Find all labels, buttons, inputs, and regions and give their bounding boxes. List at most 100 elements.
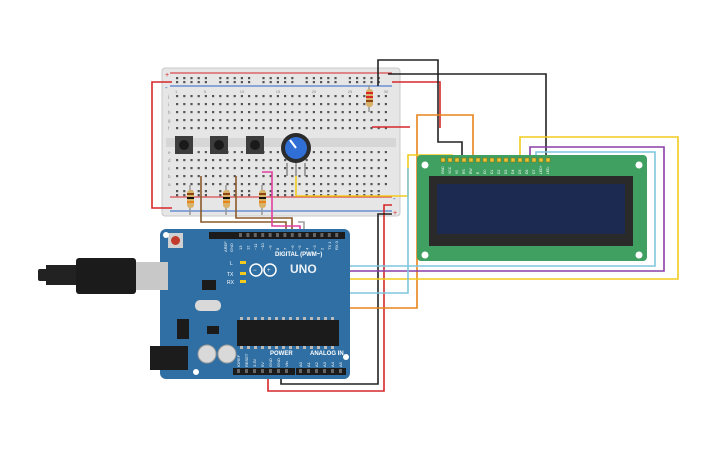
digital-pin-label: ~10	[260, 242, 265, 250]
led-rx	[240, 280, 246, 283]
wire-black-lcd-right[interactable]	[388, 73, 547, 160]
row-letter: j	[167, 94, 169, 99]
column-number: 20	[312, 89, 317, 94]
rail-minus-label: -	[165, 83, 168, 92]
rail-plus-label-bottom: +	[393, 210, 397, 217]
digital-pin-label: 12	[245, 245, 250, 250]
resistor-2[interactable]	[223, 185, 230, 215]
digital-pin-label: 4	[305, 247, 310, 250]
row-letter: b	[168, 174, 171, 179]
svg-text:−: −	[253, 268, 257, 274]
column-number: 10	[240, 89, 245, 94]
lcd-pin-label: GND	[441, 166, 445, 174]
digital-pin-label: ~9	[268, 245, 273, 250]
rail-plus-label: +	[165, 72, 169, 79]
push-button-2[interactable]	[210, 136, 228, 154]
column-number: 25	[348, 89, 353, 94]
column-number: 5	[204, 89, 207, 94]
analog-pin-label: A4	[330, 361, 335, 367]
lcd-pin-label: V0	[455, 170, 459, 174]
led-tx	[240, 272, 246, 275]
row-letter: h	[168, 110, 171, 115]
column-number: 1	[175, 89, 178, 94]
board-brand: UNO	[290, 262, 317, 276]
column-number: 15	[276, 89, 281, 94]
resistor-3[interactable]	[259, 185, 266, 215]
row-letter: g	[168, 118, 171, 123]
lcd-pin-label: D6	[525, 170, 529, 174]
wire-black-top[interactable]	[377, 59, 463, 160]
lcd-pin-label: RW	[469, 168, 473, 174]
gnd-label: GND	[229, 243, 234, 252]
atmega-chip	[237, 320, 339, 346]
led-l	[240, 261, 246, 264]
led-label-l: L	[230, 261, 233, 267]
resistor-1[interactable]	[187, 185, 194, 215]
row-letter: c	[168, 166, 171, 171]
analog-pin-label: A0	[298, 361, 303, 367]
lcd-pin-label: D3	[504, 170, 508, 174]
resistor-4[interactable]	[366, 85, 373, 112]
digital-pin-label: ~5	[297, 245, 302, 250]
usb-cable[interactable]	[38, 269, 48, 281]
wire-orange-1[interactable]	[416, 114, 474, 160]
aref-label: AREF	[223, 241, 228, 252]
wire-black-gnd[interactable]	[280, 213, 392, 385]
digital-pin-label: ~11	[253, 243, 258, 250]
analog-pin-label: A3	[322, 361, 327, 367]
power-pin-label: GND	[268, 358, 273, 367]
potentiometer[interactable]	[281, 133, 311, 176]
capacitor-1	[197, 344, 217, 364]
analog-header-label: ANALOG IN	[310, 351, 344, 357]
lcd-pin-label: RS	[462, 169, 466, 174]
lcd-pin-label: D1	[490, 170, 494, 174]
power-pin-label: RESET	[244, 353, 249, 367]
lcd-pin-label: D7	[532, 170, 536, 174]
arduino-uno-board[interactable]: L TX RX − + UNO DIGITAL (PWM~) POWER ANA…	[38, 229, 350, 379]
digital-header-label: DIGITAL (PWM~)	[275, 252, 322, 258]
digital-pin-label: ~3	[312, 245, 317, 250]
wire-red-5v[interactable]	[267, 204, 392, 392]
capacitor-2	[217, 344, 237, 364]
digital-pin-label: TX 1	[327, 241, 332, 250]
digital-pin-label: ~6	[290, 245, 295, 250]
column-number: 30	[384, 89, 389, 94]
power-pin-label: Vin	[284, 361, 289, 367]
lcd-screen	[437, 184, 625, 234]
led-label-tx: TX	[227, 272, 234, 278]
wire-red-left-rail[interactable]	[151, 81, 172, 209]
analog-pin-label: A2	[314, 361, 319, 367]
push-button-3[interactable]	[246, 136, 264, 154]
push-button-1[interactable]	[175, 136, 193, 154]
dc-power-jack	[150, 346, 188, 370]
analog-header	[296, 368, 346, 375]
power-pin-label: 3.3V	[252, 358, 257, 367]
wire-red-top[interactable]	[392, 81, 441, 128]
row-letter: i	[168, 102, 169, 107]
arduino-logo: − +	[249, 263, 277, 277]
power-pin-label: GND	[276, 358, 281, 367]
digital-pin-label: 13	[238, 245, 243, 250]
lcd-pin-label: D2	[497, 170, 501, 174]
digital-pin-label: 7	[282, 247, 287, 250]
lcd-pin-label: VCC	[448, 166, 452, 174]
lcd-pin-label: D4	[511, 170, 515, 174]
digital-pin-label: 2	[319, 247, 324, 250]
lcd-pin-label: D0	[483, 170, 487, 174]
led-label-rx: RX	[227, 280, 235, 286]
row-letter: f	[168, 126, 170, 131]
lcd-pin-label: D5	[518, 170, 522, 174]
analog-pin-label: A1	[306, 361, 311, 367]
rail-minus-label-bottom: -	[393, 194, 396, 203]
analog-pin-label: A5	[338, 361, 343, 367]
digital-pin-label: RX 0	[334, 240, 339, 250]
wire-brown-2[interactable]	[235, 176, 293, 236]
row-letter: d	[168, 158, 171, 163]
